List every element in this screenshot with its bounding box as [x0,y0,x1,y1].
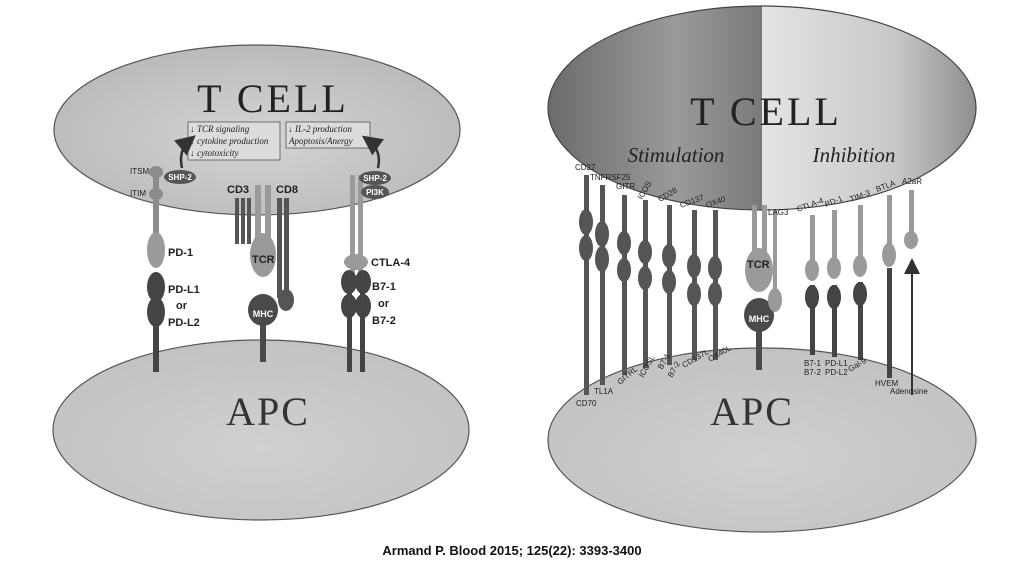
label-tnfrsf25: TNFRSF25 [590,173,631,182]
ctla4-label: CTLA-4 [371,257,411,269]
cd3-bars [235,198,251,244]
label-a2ar: A2aR [902,177,922,186]
pdl2-label: PD-L2 [168,317,200,329]
ctla4-receptor [344,175,368,275]
cd3-label: CD3 [227,184,249,196]
pd1-label: PD-1 [168,247,193,259]
mhc-molecule [248,294,278,362]
left-apc-title: APC [226,389,310,434]
shp2-right-badge [359,171,391,185]
label-adenosine: Adenosine [890,387,928,396]
right-apc-title: APC [710,389,794,434]
pdl1-ligand [147,272,165,372]
label-b71-b: B7-1 [804,359,821,368]
left-tcell-title: T CELL [197,76,349,121]
label-pdl2: PD-L2 [825,368,848,377]
b7-ligand [341,270,371,372]
citation: Armand P. Blood 2015; 125(22): 3393-3400 [382,543,642,558]
down-arrow-1: ↓ [190,124,195,134]
pd1-receptor [147,166,165,268]
label-gitr: GITR [616,182,635,191]
right-panel: T CELL Stimulation Inhibition APC [547,5,977,533]
cd8-label: CD8 [276,184,298,196]
tcr-complex [250,185,276,277]
effect-apoptosis-anergy: Apoptosis/Anergy [288,136,353,146]
right-tcr-complex [744,205,782,370]
effect-cytotoxicity: cytotoxicity [197,148,238,158]
b72-label: B7-2 [372,315,396,327]
right-tcr-label: TCR [747,259,770,271]
shp2-right-label: SHP-2 [363,174,387,183]
right-effect-box [285,121,371,149]
left-panel: T CELL APC ↓ TCR signaling ↓ cytokine pr… [52,44,470,521]
shp2-right-arrow [361,135,384,169]
label-pdl1: PD-L1 [825,359,848,368]
inh-receptors [805,190,920,395]
label-tl1a: TL1A [594,387,614,396]
down-arrow-3: ↓ [190,148,195,158]
label-cd27: CD27 [575,163,596,172]
or-label-1: or [176,300,188,312]
pi3k-badge [361,185,389,199]
label-cd70: CD70 [576,399,597,408]
left-effect-box [187,121,281,161]
shp2-left-arrow [173,135,196,169]
pdl1-label: PD-L1 [168,284,200,296]
stim-receptors [579,175,722,395]
cd8-coreceptor [277,198,294,311]
itim-label: ITIM [130,189,146,198]
inhibition-label: Inhibition [812,143,896,167]
label-hvem: HVEM [875,379,898,388]
or-label-2: or [378,298,390,310]
itsm-label: ITSM [130,167,149,176]
b71-label: B7-1 [372,281,396,293]
shp2-left-badge [164,170,196,184]
pi3k-label: PI3K [366,188,384,197]
tcr-label: TCR [252,254,275,266]
down-arrow-4: ↓ [288,124,293,134]
effect-cytokine-production: cytokine production [197,136,269,146]
shp2-left-label: SHP-2 [168,173,192,182]
label-b72-b: B7-2 [804,368,821,377]
label-lag3: LAG3 [768,208,789,217]
right-mhc-label: MHC [749,314,770,324]
effect-il2-production: IL-2 production [294,124,352,134]
stimulation-label: Stimulation [628,143,725,167]
mhc-label: MHC [253,309,274,319]
right-tcell-title: T CELL [690,89,842,134]
effect-tcr-signaling: TCR signaling [197,124,250,134]
